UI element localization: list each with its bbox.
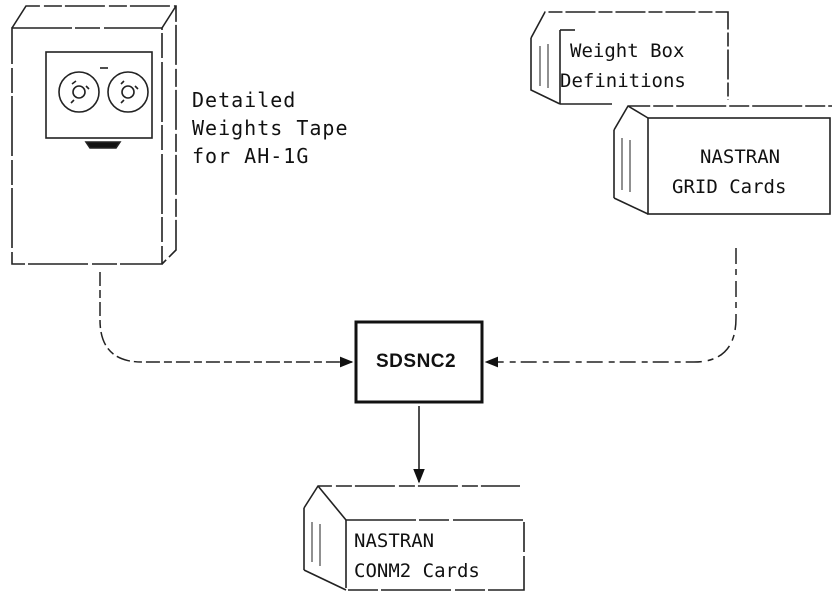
tape-label-line-1: Detailed [192,90,296,110]
conm2-cards-line-2: CONM2 Cards [354,562,480,581]
program-label: SDSNC2 [376,352,456,371]
tape-drive-icon [12,6,176,264]
weight-box-line-2: Definitions [560,72,686,91]
weight-box-line-1: Weight Box [570,42,684,61]
grid-cards-line-1: NASTRAN [700,148,780,167]
tape-to-program-arrow [100,272,352,362]
grid-to-program-arrow [486,248,736,362]
grid-cards-line-2: GRID Cards [672,178,786,197]
tape-label-line-3: for AH-1G [192,146,309,166]
tape-label-line-2: Weights Tape [192,118,349,138]
conm2-cards-line-1: NASTRAN [354,532,434,551]
